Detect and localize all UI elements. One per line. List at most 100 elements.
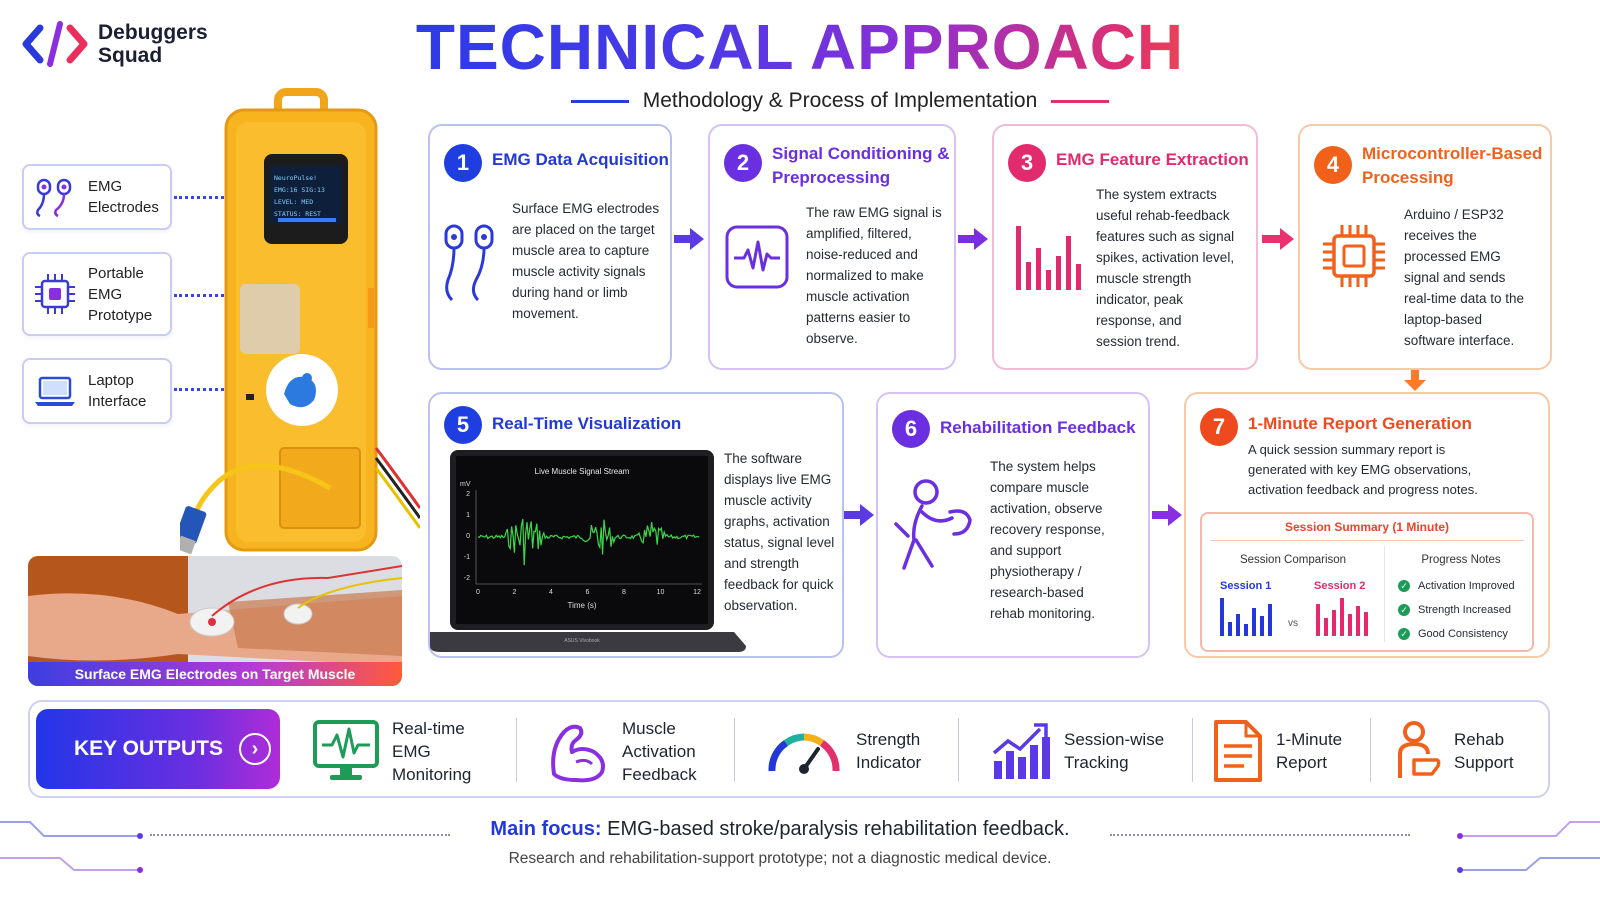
laptop-chart-title: Live Muscle Signal Stream: [535, 467, 630, 476]
electrodes-icon: [36, 178, 72, 218]
subtitle-rule-left: [570, 99, 629, 103]
laptop-x-tick: 4: [549, 589, 553, 596]
step-title: 1-Minute Report Generation: [1248, 414, 1472, 433]
laptop-x-tick: 6: [586, 589, 590, 596]
side-label-text: EMG Electrodes: [88, 178, 159, 216]
output-item-strength: Strength Indicator: [764, 712, 921, 790]
flow-arrow: [674, 228, 704, 250]
side-label-emg-electrodes: EMG Electrodes: [22, 164, 172, 230]
progress-note-text: Good Consistency: [1418, 628, 1508, 640]
flow-arrow: [1404, 370, 1426, 391]
output-item-muscle-feedback: Muscle Activation Feedback: [546, 712, 697, 790]
session2-label: Session 2: [1314, 580, 1366, 592]
step-title: Rehabilitation Feedback: [940, 418, 1136, 437]
laptop-brand: ASUS Vivobook: [564, 638, 600, 644]
main-focus: Main focus: EMG-based stroke/paralysis r…: [460, 818, 1100, 841]
laptop-y-ticks: 2 1 0 -1 -2: [464, 491, 470, 582]
side-label-laptop: Laptop Interface: [22, 358, 172, 424]
vs-label: vs: [1288, 618, 1298, 629]
footer-dots-right: [1110, 834, 1410, 836]
progress-notes-label: Progress Notes: [1421, 554, 1501, 566]
output-item-monitoring: Real-time EMG Monitoring: [312, 712, 471, 790]
device-screen-line: NeuroPulse!: [274, 174, 317, 182]
flow-arrow: [1262, 228, 1294, 250]
laptop-x-tick: 12: [693, 589, 701, 596]
key-outputs-label: KEY OUTPUTS: [74, 737, 223, 760]
footer-dots-left: [150, 834, 450, 836]
brand-logo: Debuggers Squad: [20, 16, 230, 72]
laptop-x-tick: 10: [657, 589, 665, 596]
step-card-7: 7 1-Minute Report Generation A quick ses…: [1184, 392, 1550, 658]
progress-note: ✓Strength Increased: [1398, 604, 1511, 616]
muscle-icon: [551, 724, 605, 783]
progress-note: ✓ Good Consistency: [1398, 628, 1508, 640]
laptop-y-tick: 0: [466, 533, 470, 540]
photo-caption: Surface EMG Electrodes on Target Muscle: [28, 662, 402, 686]
check-icon: ✓: [1398, 604, 1410, 616]
main-focus-text: EMG-based stroke/paralysis rehabilitatio…: [607, 818, 1070, 840]
progress-note-text: Activation Improved: [1418, 580, 1515, 592]
step-description: The software displays live EMG muscle ac…: [724, 451, 835, 613]
laptop-y-tick: 2: [466, 491, 470, 498]
step-title: Microcontroller-Based Processing: [1362, 144, 1543, 187]
page-subtitle: Methodology & Process of Implementation: [642, 89, 1038, 112]
step-description: A quick session summary report is genera…: [1248, 442, 1478, 497]
flow-arrow: [844, 504, 874, 526]
step-description: Surface EMG electrodes are placed on the…: [512, 201, 660, 321]
bar-chart-icon: [1016, 226, 1081, 290]
device-screen-line: LEVEL: MED: [274, 198, 313, 206]
step-card-2: 2 Signal Conditioning & Preprocessing Th…: [708, 124, 956, 370]
step-number: 1: [444, 144, 482, 182]
side-label-text: Portable EMG Prototype: [88, 264, 153, 324]
side-label-emg-prototype: Portable EMG Prototype: [22, 252, 172, 336]
check-icon: ✓: [1398, 628, 1410, 640]
session1-label: Session 1: [1220, 580, 1272, 592]
circuit-decoration-right: [1457, 821, 1600, 873]
session-summary-panel: Session Summary (1 Minute) Session Compa…: [1200, 512, 1534, 652]
step-description: The system helps compare muscle activati…: [990, 459, 1105, 621]
laptop-y-tick: 1: [466, 512, 470, 519]
flow-arrow: [958, 228, 988, 250]
output-label: Muscle Activation Feedback: [622, 718, 697, 784]
chip-icon: [35, 274, 75, 314]
step-card-4: 4 Microcontroller-Based Processing Ardui…: [1298, 124, 1552, 370]
chevron-right-icon: ›: [238, 733, 271, 765]
step-card-5: 5 Real-Time Visualization Live Muscle Si…: [428, 392, 844, 658]
laptop-x-tick: 8: [622, 589, 626, 596]
divider: [516, 718, 517, 782]
step-number: 3: [1008, 144, 1046, 182]
step-description: The system extracts useful rehab-feedbac…: [1096, 187, 1235, 349]
emg-device-illustration: NeuroPulse! EMG:16 SIG:13 LEVEL: MED STA…: [180, 88, 420, 555]
main-focus-label: Main focus:: [490, 818, 602, 840]
gauge-icon: [768, 733, 840, 774]
step-title: EMG Data Acquisition: [492, 150, 669, 169]
step-card-3: 3 EMG Feature Extraction The system extr…: [992, 124, 1258, 370]
output-item-tracking: Session-wise Tracking: [990, 712, 1164, 790]
laptop-y-tick: -1: [464, 554, 470, 561]
output-label: 1-Minute Report: [1276, 730, 1343, 772]
step-number: 4: [1314, 146, 1352, 184]
emg-signal-line: [477, 518, 700, 566]
laptop-x-ticks: 0 2 4 6 8 10 12: [476, 589, 701, 596]
key-outputs-bar: KEY OUTPUTS › Real-time EMG Monitoring M…: [28, 700, 1550, 798]
divider: [1370, 718, 1371, 782]
divider: [1384, 546, 1385, 642]
device-screen-line: STATUS: REST: [274, 210, 321, 218]
key-outputs-button[interactable]: KEY OUTPUTS ›: [36, 709, 280, 789]
step-title: Real-Time Visualization: [492, 414, 682, 433]
session-comparison-label: Session Comparison: [1239, 554, 1347, 566]
rehab-icon: [1398, 721, 1441, 778]
flow-arrow: [1152, 504, 1182, 526]
output-item-report: 1-Minute Report: [1212, 712, 1342, 790]
step-title: Signal Conditioning & Preprocessing: [772, 144, 950, 187]
step-number: 5: [444, 406, 482, 444]
laptop-icon: [35, 376, 75, 406]
disclaimer: Research and rehabilitation-support prot…: [508, 850, 1052, 867]
laptop-x-tick: 0: [476, 589, 480, 596]
laptop-y-tick: -2: [464, 575, 470, 582]
session1-bars-icon: [1220, 598, 1272, 636]
laptop-x-tick: 2: [513, 589, 517, 596]
progress-note: ✓ Activation Improved: [1398, 580, 1515, 592]
step-title: EMG Feature Extraction: [1056, 150, 1249, 169]
check-icon: ✓: [1398, 580, 1410, 592]
